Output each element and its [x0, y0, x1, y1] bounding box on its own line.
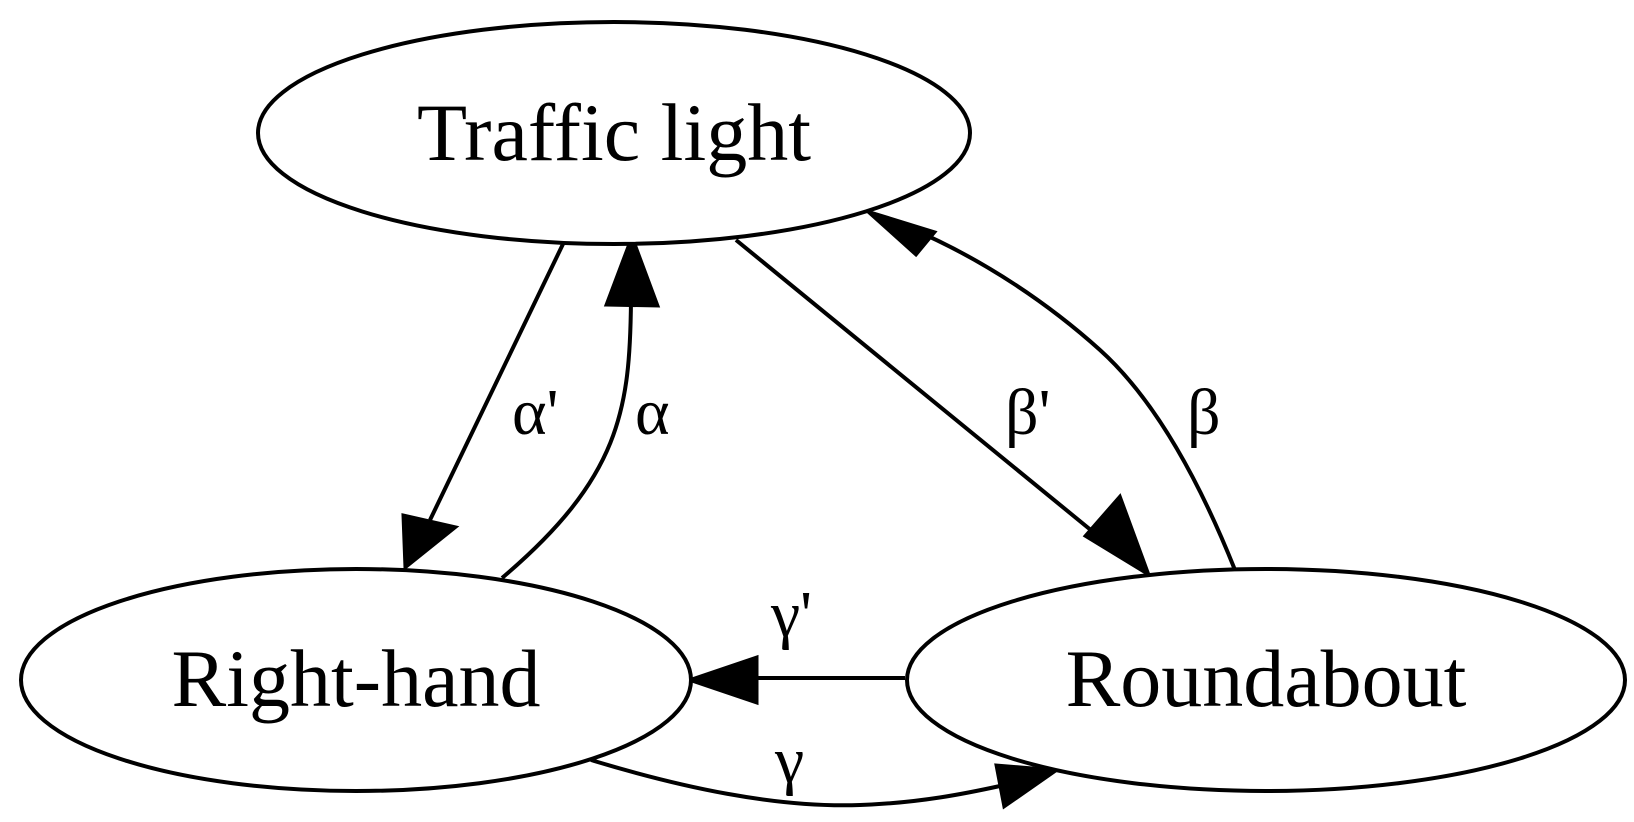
edge-label-beta: β	[1187, 376, 1221, 449]
node-traffic-light-label: Traffic light	[417, 87, 811, 178]
edge-alpha-prime-arrow	[401, 513, 460, 572]
edge-beta-prime-line	[734, 238, 1105, 542]
edge-gamma-prime-arrow	[684, 654, 759, 706]
edge-label-alpha-prime: α'	[512, 376, 558, 449]
edge-beta-prime	[734, 238, 1152, 579]
edge-alpha-arrow	[603, 231, 661, 308]
edge-gamma-prime	[684, 654, 905, 706]
edge-alpha-line	[500, 299, 633, 580]
edge-beta-line	[909, 226, 1237, 571]
edge-alpha	[500, 231, 661, 580]
edge-gamma-arrow	[994, 763, 1062, 810]
node-right-hand-shape	[19, 567, 693, 793]
node-traffic-light-shape	[256, 20, 972, 246]
node-right-hand-label: Right-hand	[172, 633, 541, 724]
edge-alpha-prime-line	[428, 243, 565, 521]
edge-label-gamma: γ	[774, 724, 804, 797]
edge-beta-prime-arrow	[1082, 493, 1152, 579]
edge-beta	[865, 209, 1237, 571]
node-roundabout: Roundabout	[905, 567, 1627, 793]
node-roundabout-label: Roundabout	[1066, 633, 1467, 724]
node-right-hand: Right-hand	[19, 567, 693, 793]
node-traffic-light: Traffic light	[256, 20, 972, 246]
edge-gamma	[590, 758, 1062, 810]
edge-gamma-line	[590, 758, 1001, 808]
edge-label-beta-prime: β'	[1005, 376, 1050, 449]
edge-alpha-prime	[401, 243, 565, 572]
edge-label-alpha: α	[635, 376, 670, 449]
edge-label-gamma-prime: γ'	[770, 578, 812, 651]
edge-beta-arrow	[865, 209, 938, 258]
node-roundabout-shape	[905, 567, 1627, 793]
